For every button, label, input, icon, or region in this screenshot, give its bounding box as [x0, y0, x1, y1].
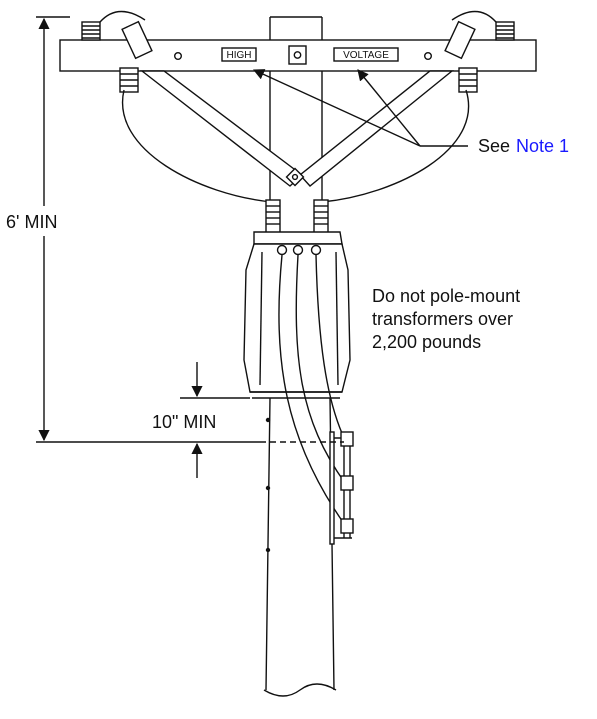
- six-foot-min-label: 6' MIN: [6, 212, 57, 232]
- crossarm-bolt-right: [424, 52, 433, 61]
- high-label-box: [221, 47, 257, 62]
- weight-note-line-3: 2,200 pounds: [372, 332, 481, 352]
- voltage-label: VOLTAGE: [343, 50, 389, 61]
- note-leaders: [252, 69, 468, 147]
- arrester-right: [458, 67, 478, 93]
- dimension-6ft: [36, 16, 260, 443]
- center-bolt-plate: [288, 45, 307, 65]
- secondary-rack: [329, 431, 354, 545]
- weight-note-line-1: Do not pole-mount: [372, 286, 520, 306]
- crossarm-braces: [139, 70, 454, 187]
- cutout-right: [444, 10, 497, 60]
- primary-leads: [121, 89, 470, 203]
- center-bolt: [293, 51, 302, 59]
- insulator-top-right: [495, 21, 515, 41]
- pole-bolts: [265, 417, 271, 553]
- ten-inch-min-label: 10" MIN: [152, 412, 216, 432]
- transformer-bushings: [265, 199, 329, 235]
- cutout-left: [99, 10, 153, 60]
- weight-note-line-2: transformers over: [372, 309, 513, 329]
- high-label: HIGH: [227, 50, 252, 61]
- dimension-10in: [180, 362, 250, 478]
- insulator-top-left: [81, 21, 101, 41]
- voltage-label-box: [333, 47, 399, 62]
- arrester-left: [119, 67, 139, 93]
- see-text: See: [478, 136, 510, 156]
- note-1-link[interactable]: Note 1: [516, 136, 569, 156]
- crossarm-bolt-left: [173, 52, 182, 61]
